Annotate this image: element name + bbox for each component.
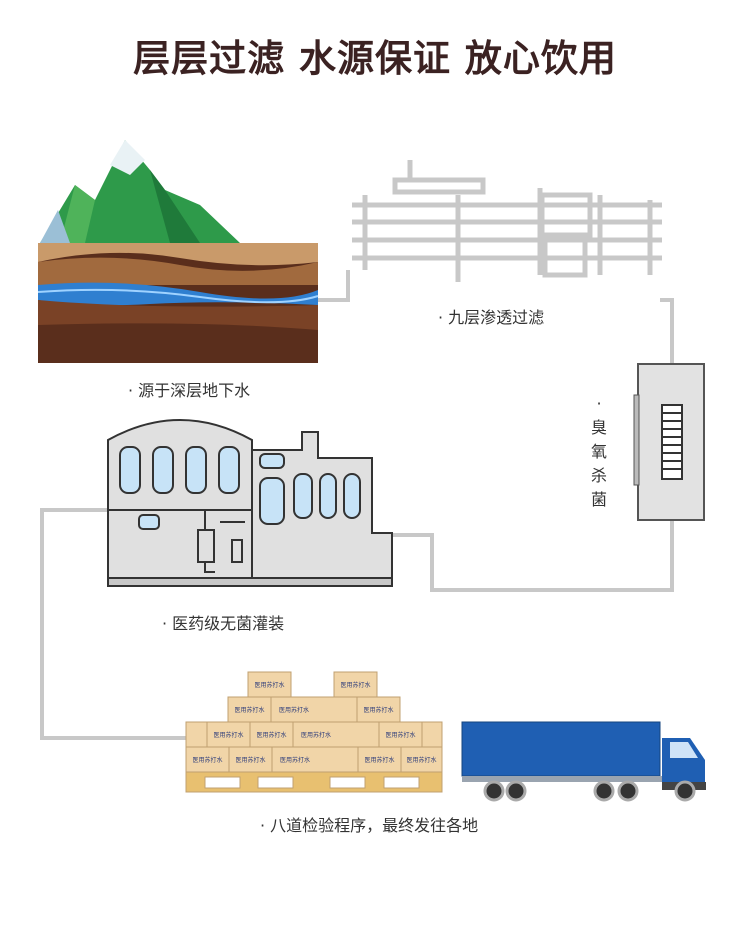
step-label-inspection: · 八道检验程序，最终发往各地 xyxy=(260,816,479,835)
ozone-char: · xyxy=(596,394,602,413)
step-label-filling: · 医药级无菌灌装 xyxy=(162,614,285,633)
pallet-slot xyxy=(204,776,241,789)
step-label-ozone: · 臭 氧 杀 菌 xyxy=(589,392,609,512)
pipes xyxy=(40,270,674,740)
box-label: 医用苏打水 xyxy=(364,756,394,764)
box xyxy=(292,721,380,748)
box-label: 医用苏打水 xyxy=(385,731,415,739)
pallet-slot xyxy=(257,776,294,789)
box xyxy=(356,696,401,723)
filter-system xyxy=(352,160,662,282)
pallet-of-boxes: 医用苏打水医用苏打水医用苏打水医用苏打水医用苏打水医用苏打水医用苏打水医用苏打水… xyxy=(185,671,443,793)
filling-factory xyxy=(107,419,393,587)
groundwater-illustration xyxy=(37,140,319,363)
box xyxy=(270,696,358,723)
step-label-filter: · 九层渗透过滤 xyxy=(438,308,545,327)
ozone-char: 菌 xyxy=(590,490,607,509)
box-label: 医用苏打水 xyxy=(234,706,264,714)
box-label: 医用苏打水 xyxy=(340,681,370,689)
box-label: 医用苏打水 xyxy=(213,731,243,739)
box xyxy=(333,671,378,698)
box xyxy=(247,671,292,698)
ozone-char: 臭 xyxy=(590,418,607,437)
box-label: 医用苏打水 xyxy=(256,731,286,739)
box-label: 医用苏打水 xyxy=(301,731,331,739)
box-label: 医用苏打水 xyxy=(280,756,310,764)
box xyxy=(206,721,251,748)
box-label: 医用苏打水 xyxy=(192,756,222,764)
box xyxy=(271,746,359,773)
ozone-char: 氧 xyxy=(590,442,607,461)
box-label: 医用苏打水 xyxy=(279,706,309,714)
step-label-source: · 源于深层地下水 xyxy=(128,381,251,400)
box-label: 医用苏打水 xyxy=(406,756,436,764)
page-title: 层层过滤 水源保证 放心饮用 xyxy=(133,37,617,80)
box xyxy=(421,721,443,748)
delivery-truck xyxy=(461,721,706,802)
pallet xyxy=(185,771,443,793)
box-label: 医用苏打水 xyxy=(235,756,265,764)
ozone-sterilizer xyxy=(633,363,705,521)
box-label: 医用苏打水 xyxy=(363,706,393,714)
pallet-slot xyxy=(329,776,366,789)
box-label: 医用苏打水 xyxy=(254,681,284,689)
box xyxy=(357,746,402,773)
ozone-char: 杀 xyxy=(590,466,607,485)
pallet-slot xyxy=(383,776,420,789)
box xyxy=(185,721,208,748)
